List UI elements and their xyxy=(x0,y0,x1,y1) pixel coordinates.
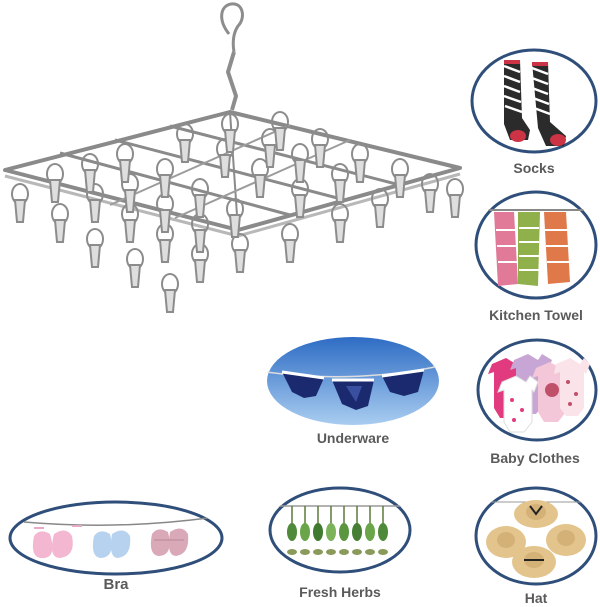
bra-3 xyxy=(150,528,189,556)
clip xyxy=(81,153,99,193)
clip xyxy=(86,183,104,223)
clip xyxy=(191,178,209,218)
clip xyxy=(331,163,349,203)
bra-2 xyxy=(92,530,131,558)
kitchen-towel-image xyxy=(474,190,598,300)
herb-bundle xyxy=(352,506,362,555)
clip xyxy=(191,213,209,253)
socks-image xyxy=(470,48,598,154)
hat-2 xyxy=(486,526,526,558)
clip xyxy=(156,193,174,233)
clip xyxy=(176,123,194,163)
clip xyxy=(86,228,104,268)
socks-label: Socks xyxy=(513,160,555,176)
clip xyxy=(251,158,269,198)
briefs-2 xyxy=(332,378,374,410)
clip xyxy=(271,111,289,151)
clip xyxy=(311,128,329,168)
kitchen-towel-label: Kitchen Towel xyxy=(489,307,583,323)
clip xyxy=(116,143,134,183)
herb-bundle xyxy=(378,506,388,555)
clip xyxy=(51,203,69,243)
clip xyxy=(331,203,349,243)
hat-image xyxy=(474,486,598,586)
hat-3 xyxy=(546,524,586,556)
baby-clothes-label: Baby Clothes xyxy=(490,450,580,466)
herb-bundle xyxy=(287,506,297,555)
clip xyxy=(281,223,299,263)
towel-3 xyxy=(544,212,570,284)
briefs-3 xyxy=(381,368,425,396)
herb-bundle xyxy=(326,506,336,555)
baby-clothes-image xyxy=(476,338,598,442)
hat-label: Hat xyxy=(524,590,548,606)
bra-1 xyxy=(32,525,82,559)
clip xyxy=(121,173,139,213)
herb-bundle xyxy=(300,506,310,555)
underware-image xyxy=(266,336,440,426)
sock-left xyxy=(503,60,530,142)
clip xyxy=(391,158,409,198)
clips xyxy=(11,111,464,313)
clip xyxy=(226,198,244,238)
clip xyxy=(46,163,64,203)
onesie-4 xyxy=(554,358,590,416)
clip xyxy=(156,158,174,198)
herb-bundles xyxy=(287,506,388,555)
clip xyxy=(161,273,179,313)
hanger-drawing xyxy=(3,2,464,313)
fresh-herbs-label: Fresh Herbs xyxy=(299,584,381,600)
clip xyxy=(371,188,389,228)
clip xyxy=(126,248,144,288)
herb-bundle xyxy=(313,506,323,555)
onesie-5 xyxy=(497,375,539,433)
towel-1 xyxy=(494,212,518,286)
sock-right xyxy=(531,62,566,146)
herb-bundle xyxy=(365,506,375,555)
fresh-herbs-image xyxy=(268,486,412,574)
hanger-product-image xyxy=(0,0,470,340)
hook xyxy=(220,2,244,111)
clip xyxy=(291,143,309,183)
clip xyxy=(121,203,139,243)
clip xyxy=(221,113,239,153)
clip xyxy=(446,178,464,218)
briefs-1 xyxy=(281,370,325,398)
clip xyxy=(421,173,439,213)
herb-bundle xyxy=(339,506,349,555)
hat-1 xyxy=(514,500,558,528)
clip xyxy=(231,233,249,273)
underware-label: Underware xyxy=(316,430,390,446)
bra-image xyxy=(8,500,224,576)
clip xyxy=(351,143,369,183)
towel-2 xyxy=(518,212,540,286)
hat-4 xyxy=(512,546,556,578)
clip xyxy=(11,183,29,223)
bra-label: Bra xyxy=(103,576,129,593)
clip xyxy=(291,178,309,218)
